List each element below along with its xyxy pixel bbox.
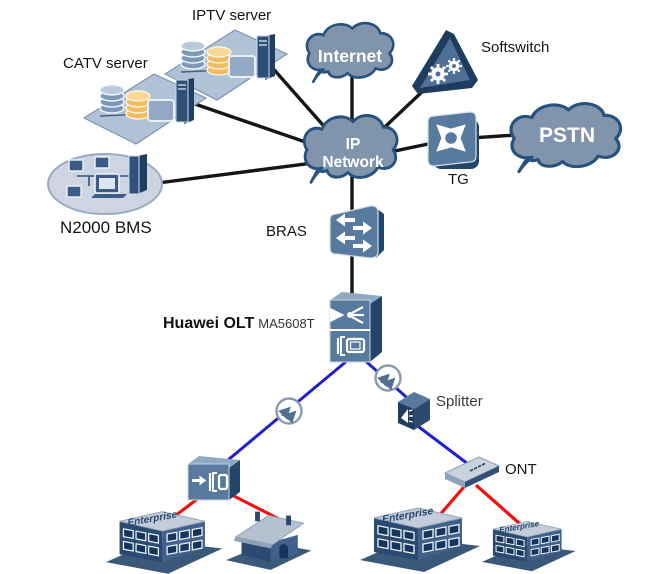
splitter-icon [398, 392, 430, 430]
ont-label: ONT [505, 461, 537, 478]
catv-server-label: CATV server [63, 55, 148, 72]
drop-ont-enterprise-right [475, 484, 521, 525]
enterprise-building-bottom-left [105, 508, 224, 574]
olt-label-name: Huawei OLT [163, 315, 255, 332]
fiber-coil-right-icon [376, 366, 401, 391]
bras-label: BRAS [266, 223, 307, 240]
n2000-bms-label: N2000 BMS [60, 218, 152, 237]
mdu-icon [187, 456, 240, 501]
tg-icon [427, 111, 479, 169]
softswitch-label: Softswitch [481, 39, 550, 56]
olt-icon [329, 292, 382, 363]
catv-server-icon [83, 73, 207, 145]
internet-cloud-label: Internet [318, 46, 382, 66]
olt-label-model: MA5608T [258, 316, 315, 331]
bras-icon [329, 205, 384, 259]
ip-network-cloud-label-line2: Network [322, 154, 384, 171]
tg-label: TG [448, 171, 469, 188]
fiber-splitter-ont [409, 419, 474, 469]
iptv-server-label: IPTV server [192, 7, 272, 24]
enterprise-building-bottom-right [481, 517, 577, 572]
fiber-coil-left-icon [277, 399, 302, 424]
home-icon [225, 511, 312, 571]
n2000-bms-icon [47, 153, 163, 215]
pstn-cloud-label: PSTN [539, 124, 595, 147]
ont-icon [443, 456, 501, 488]
softswitch-icon [412, 30, 478, 94]
splitter-label: Splitter [436, 393, 483, 410]
ip-network-cloud-label-line1: IP [346, 136, 361, 153]
enterprise-building-center-right [359, 504, 481, 573]
